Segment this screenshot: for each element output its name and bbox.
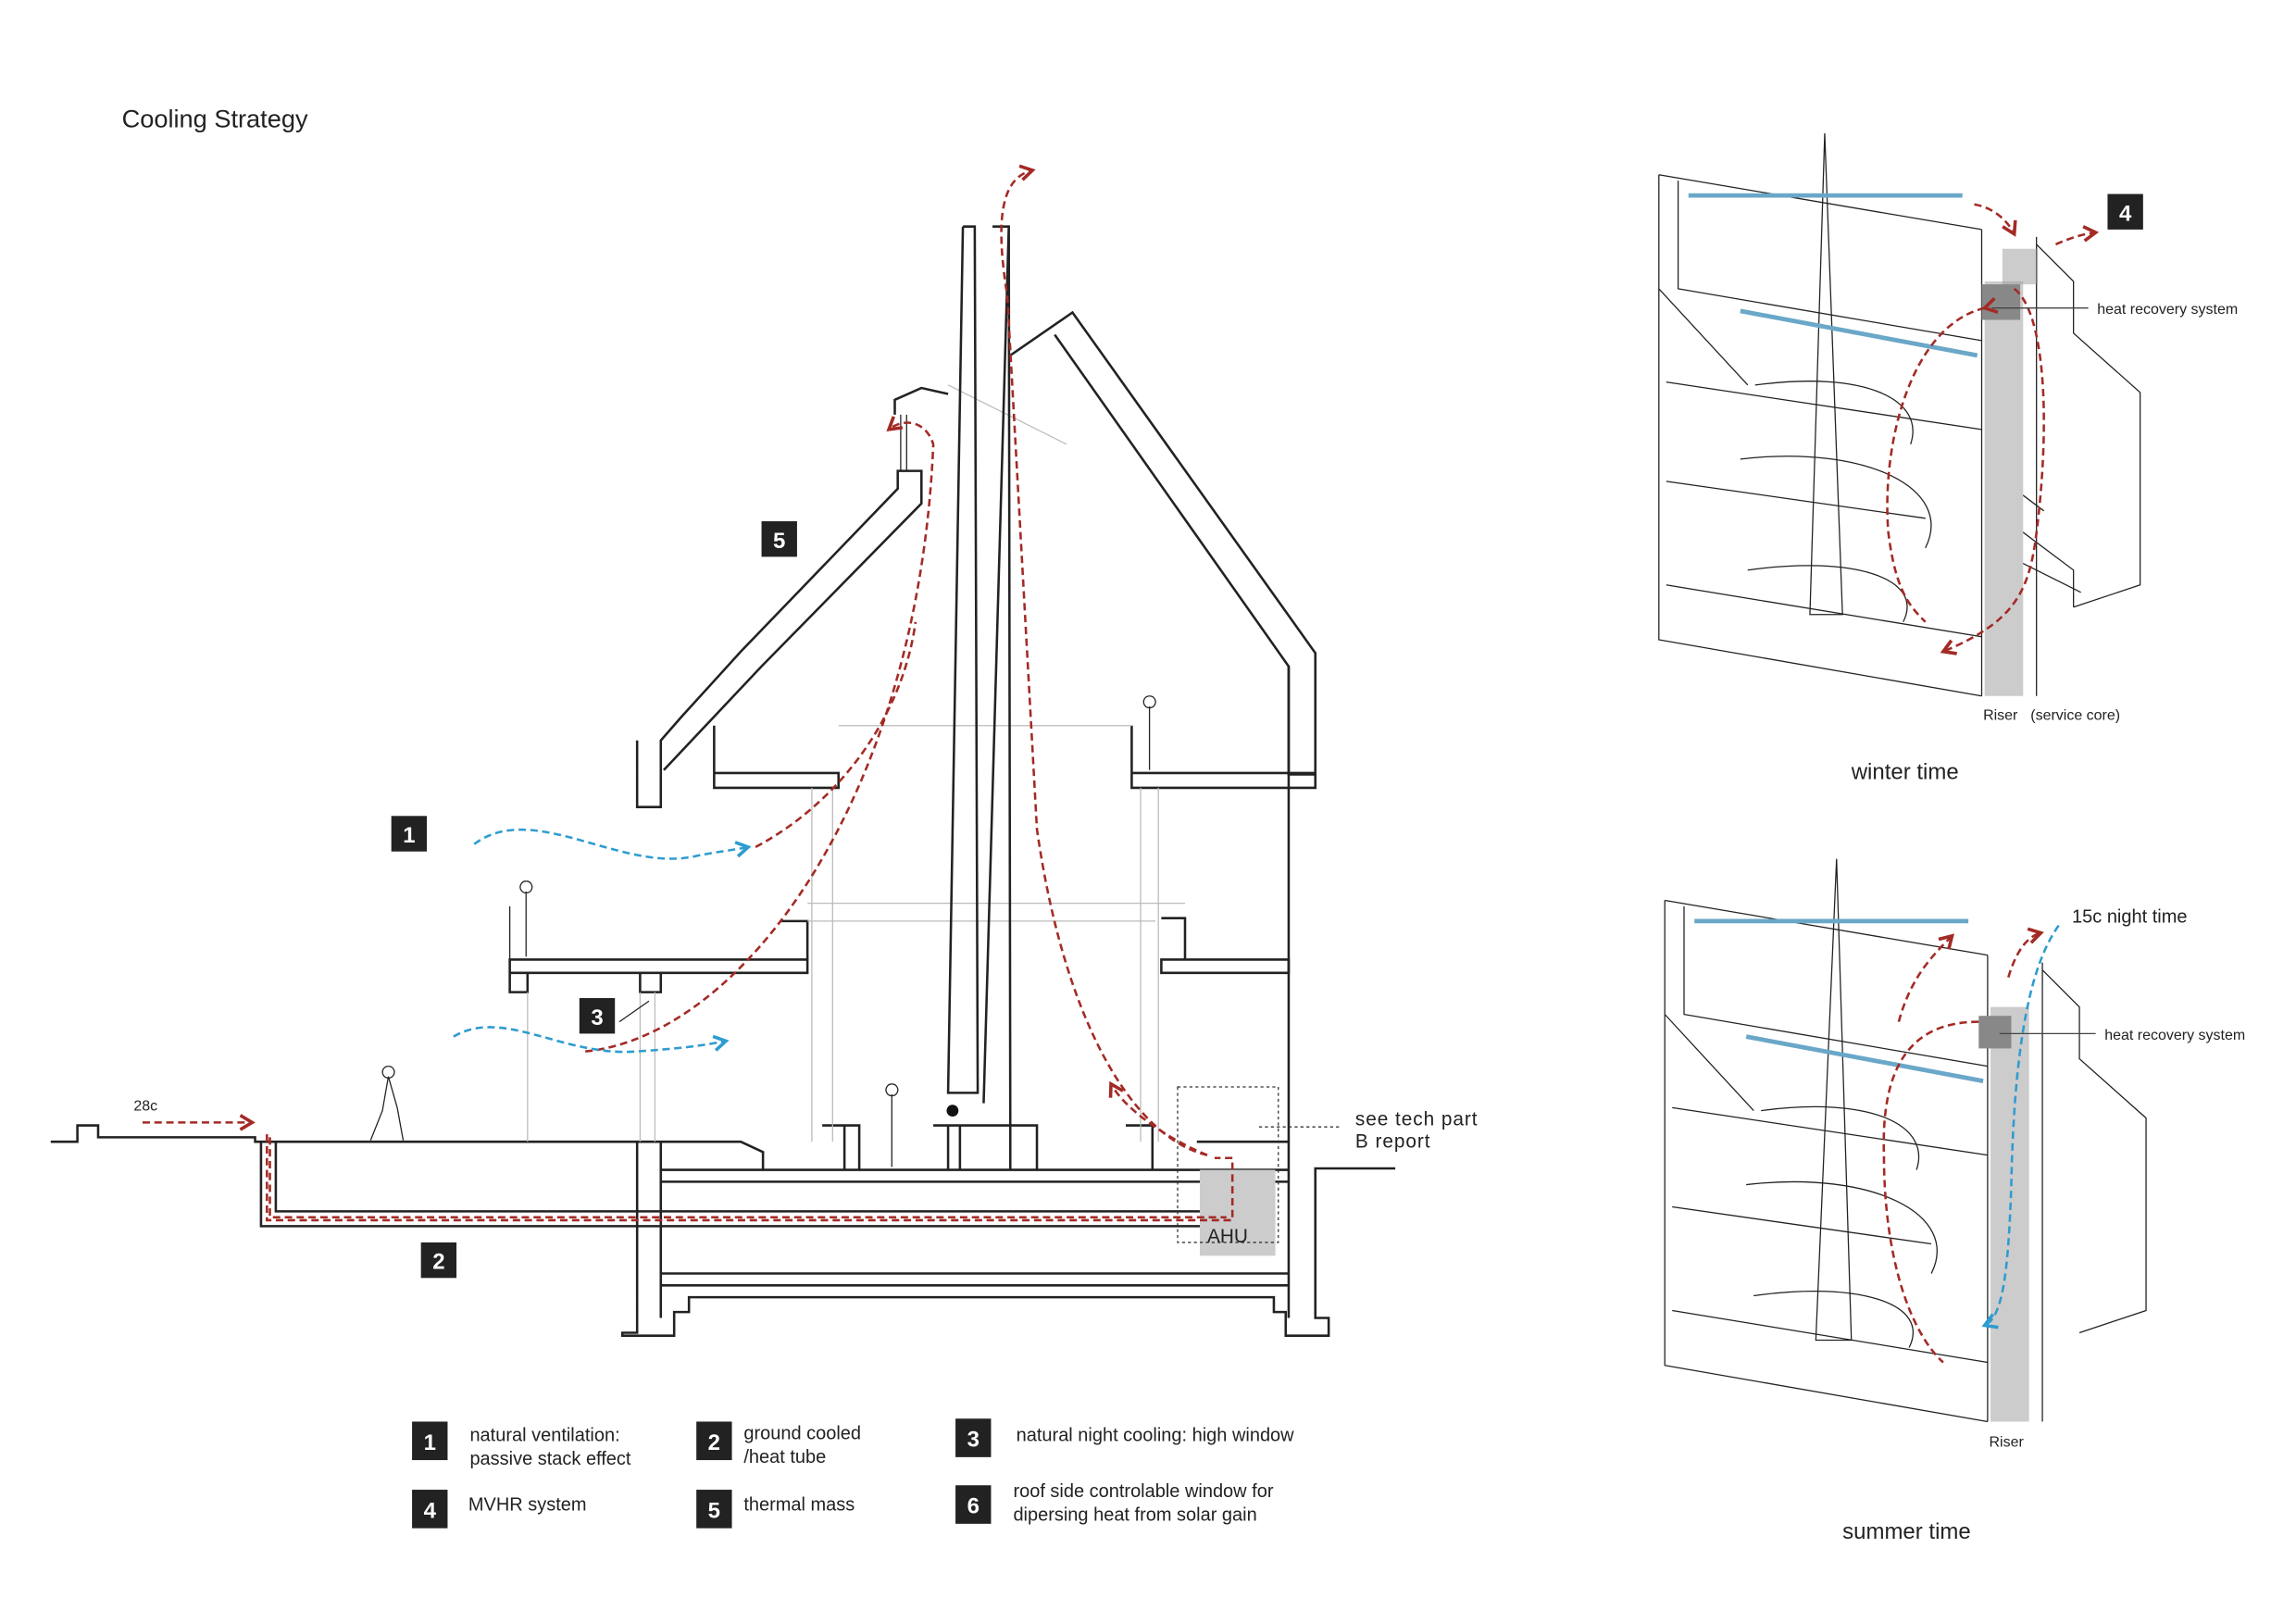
svg-text:4: 4 — [2119, 201, 2132, 226]
svg-text:5: 5 — [708, 1498, 720, 1523]
svg-text:2: 2 — [708, 1430, 720, 1455]
summer-riser-label: Riser — [1989, 1435, 2024, 1451]
legend-item-6: 6 roof side controlable window for dipers… — [955, 1481, 1274, 1526]
svg-text:thermal mass: thermal mass — [743, 1494, 855, 1515]
temperature-label: 28c — [133, 1099, 157, 1115]
svg-text:3: 3 — [967, 1428, 980, 1453]
svg-text:dipersing heat from solar gain: dipersing heat from solar gain — [1013, 1505, 1256, 1526]
winter-hrs-label: heat recovery system — [2097, 302, 2238, 318]
page-title: Cooling Strategy — [122, 105, 308, 133]
badge-1: 1 — [391, 816, 428, 852]
winter-riser-sub: (service core) — [2030, 707, 2120, 723]
svg-text:passive stack effect: passive stack effect — [469, 1449, 630, 1469]
building-section: AHU see tech part B report 28c 1 2 3 5 — [50, 164, 1479, 1337]
tech-note-line2: B report — [1355, 1131, 1431, 1153]
legend: 1 natural ventilation: passive stack effe… — [412, 1418, 1294, 1529]
svg-text:/heat tube: /heat tube — [743, 1447, 826, 1467]
stack-flow-main — [1000, 164, 1208, 1156]
legend-item-1: 1 natural ventilation: passive stack effe… — [412, 1421, 631, 1469]
legend-item-3: 3 natural night cooling: high window — [955, 1418, 1294, 1457]
ground-tube-flow — [266, 1134, 1234, 1222]
stack-flow-left — [585, 416, 935, 1053]
legend-item-5: 5 thermal mass — [696, 1490, 855, 1529]
ventilation-flow-upper — [473, 828, 752, 860]
svg-text:5: 5 — [773, 529, 785, 554]
svg-text:1: 1 — [424, 1430, 436, 1455]
svg-text:1: 1 — [403, 823, 415, 848]
svg-text:roof side controlable window f: roof side controlable window for — [1013, 1481, 1273, 1502]
svg-text:4: 4 — [424, 1498, 437, 1523]
svg-text:6: 6 — [967, 1494, 980, 1519]
badge-4: 4 — [2107, 194, 2143, 230]
summer-caption: summer time — [1842, 1519, 1971, 1544]
badge-3: 3 — [579, 998, 616, 1034]
ventilation-flow-lower — [453, 1026, 730, 1054]
svg-text:3: 3 — [591, 1005, 603, 1030]
svg-text:MVHR system: MVHR system — [468, 1494, 587, 1515]
ahu-label: AHU — [1207, 1226, 1248, 1247]
winter-axonometric: 4 heat recovery system Riser (service co… — [1658, 132, 2238, 784]
badge-5: 5 — [761, 521, 797, 557]
badge-2: 2 — [420, 1242, 457, 1279]
summer-night-label: 15c night time — [2072, 906, 2187, 927]
tech-note-line1: see tech part — [1355, 1109, 1479, 1130]
ahu-block — [1199, 1169, 1276, 1256]
winter-riser-label: Riser — [1983, 707, 2018, 723]
svg-text:2: 2 — [432, 1250, 444, 1275]
legend-item-2: 2 ground cooled/heat tube — [696, 1421, 861, 1467]
winter-caption: winter time — [1851, 759, 1959, 784]
legend-item-4: 4 MVHR system — [412, 1490, 587, 1529]
svg-text:natural night cooling: high wi: natural night cooling: high window — [1017, 1425, 1295, 1445]
svg-text:natural ventilation:: natural ventilation: — [469, 1425, 619, 1445]
svg-text:ground cooled: ground cooled — [743, 1424, 861, 1444]
summer-hrs-label: heat recovery system — [2104, 1028, 2245, 1043]
summer-axonometric: 15c night time heat recovery system Rise… — [1664, 858, 2245, 1544]
person-silhouettes — [369, 695, 1156, 1167]
